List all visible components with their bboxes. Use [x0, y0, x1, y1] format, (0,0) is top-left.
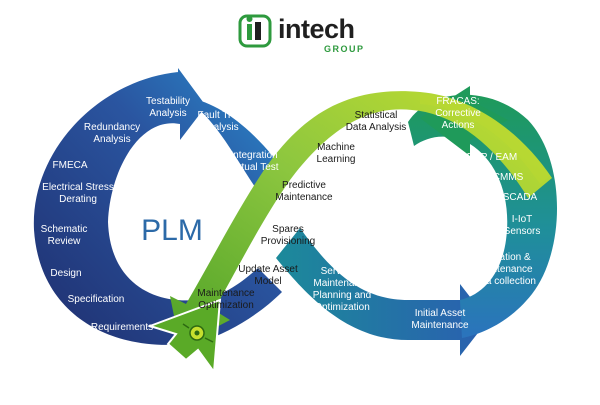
left-loop-label: Specification	[68, 294, 125, 305]
bottom-right-band	[276, 228, 488, 356]
right-loop-label: SCADA	[503, 192, 538, 203]
intech-logo: intech GROUP	[238, 12, 388, 56]
left-loop-label: Design	[50, 268, 81, 279]
left-loop-band	[33, 68, 290, 345]
left-loop-label: FMECA	[53, 160, 88, 171]
logo-mark-icon	[238, 14, 272, 48]
right-loop-label: CMMS	[493, 172, 524, 183]
logo-wordmark: intech	[278, 14, 355, 44]
right-loop-label: ERP / EAM	[467, 152, 517, 163]
left-loop-label: Requirements	[91, 322, 153, 333]
plm-label: PLM	[141, 214, 203, 247]
gear-icon	[182, 323, 214, 343]
logo-subtitle: GROUP	[324, 44, 365, 54]
center-band-arrow	[146, 298, 222, 375]
center-band-highlight	[420, 94, 550, 184]
